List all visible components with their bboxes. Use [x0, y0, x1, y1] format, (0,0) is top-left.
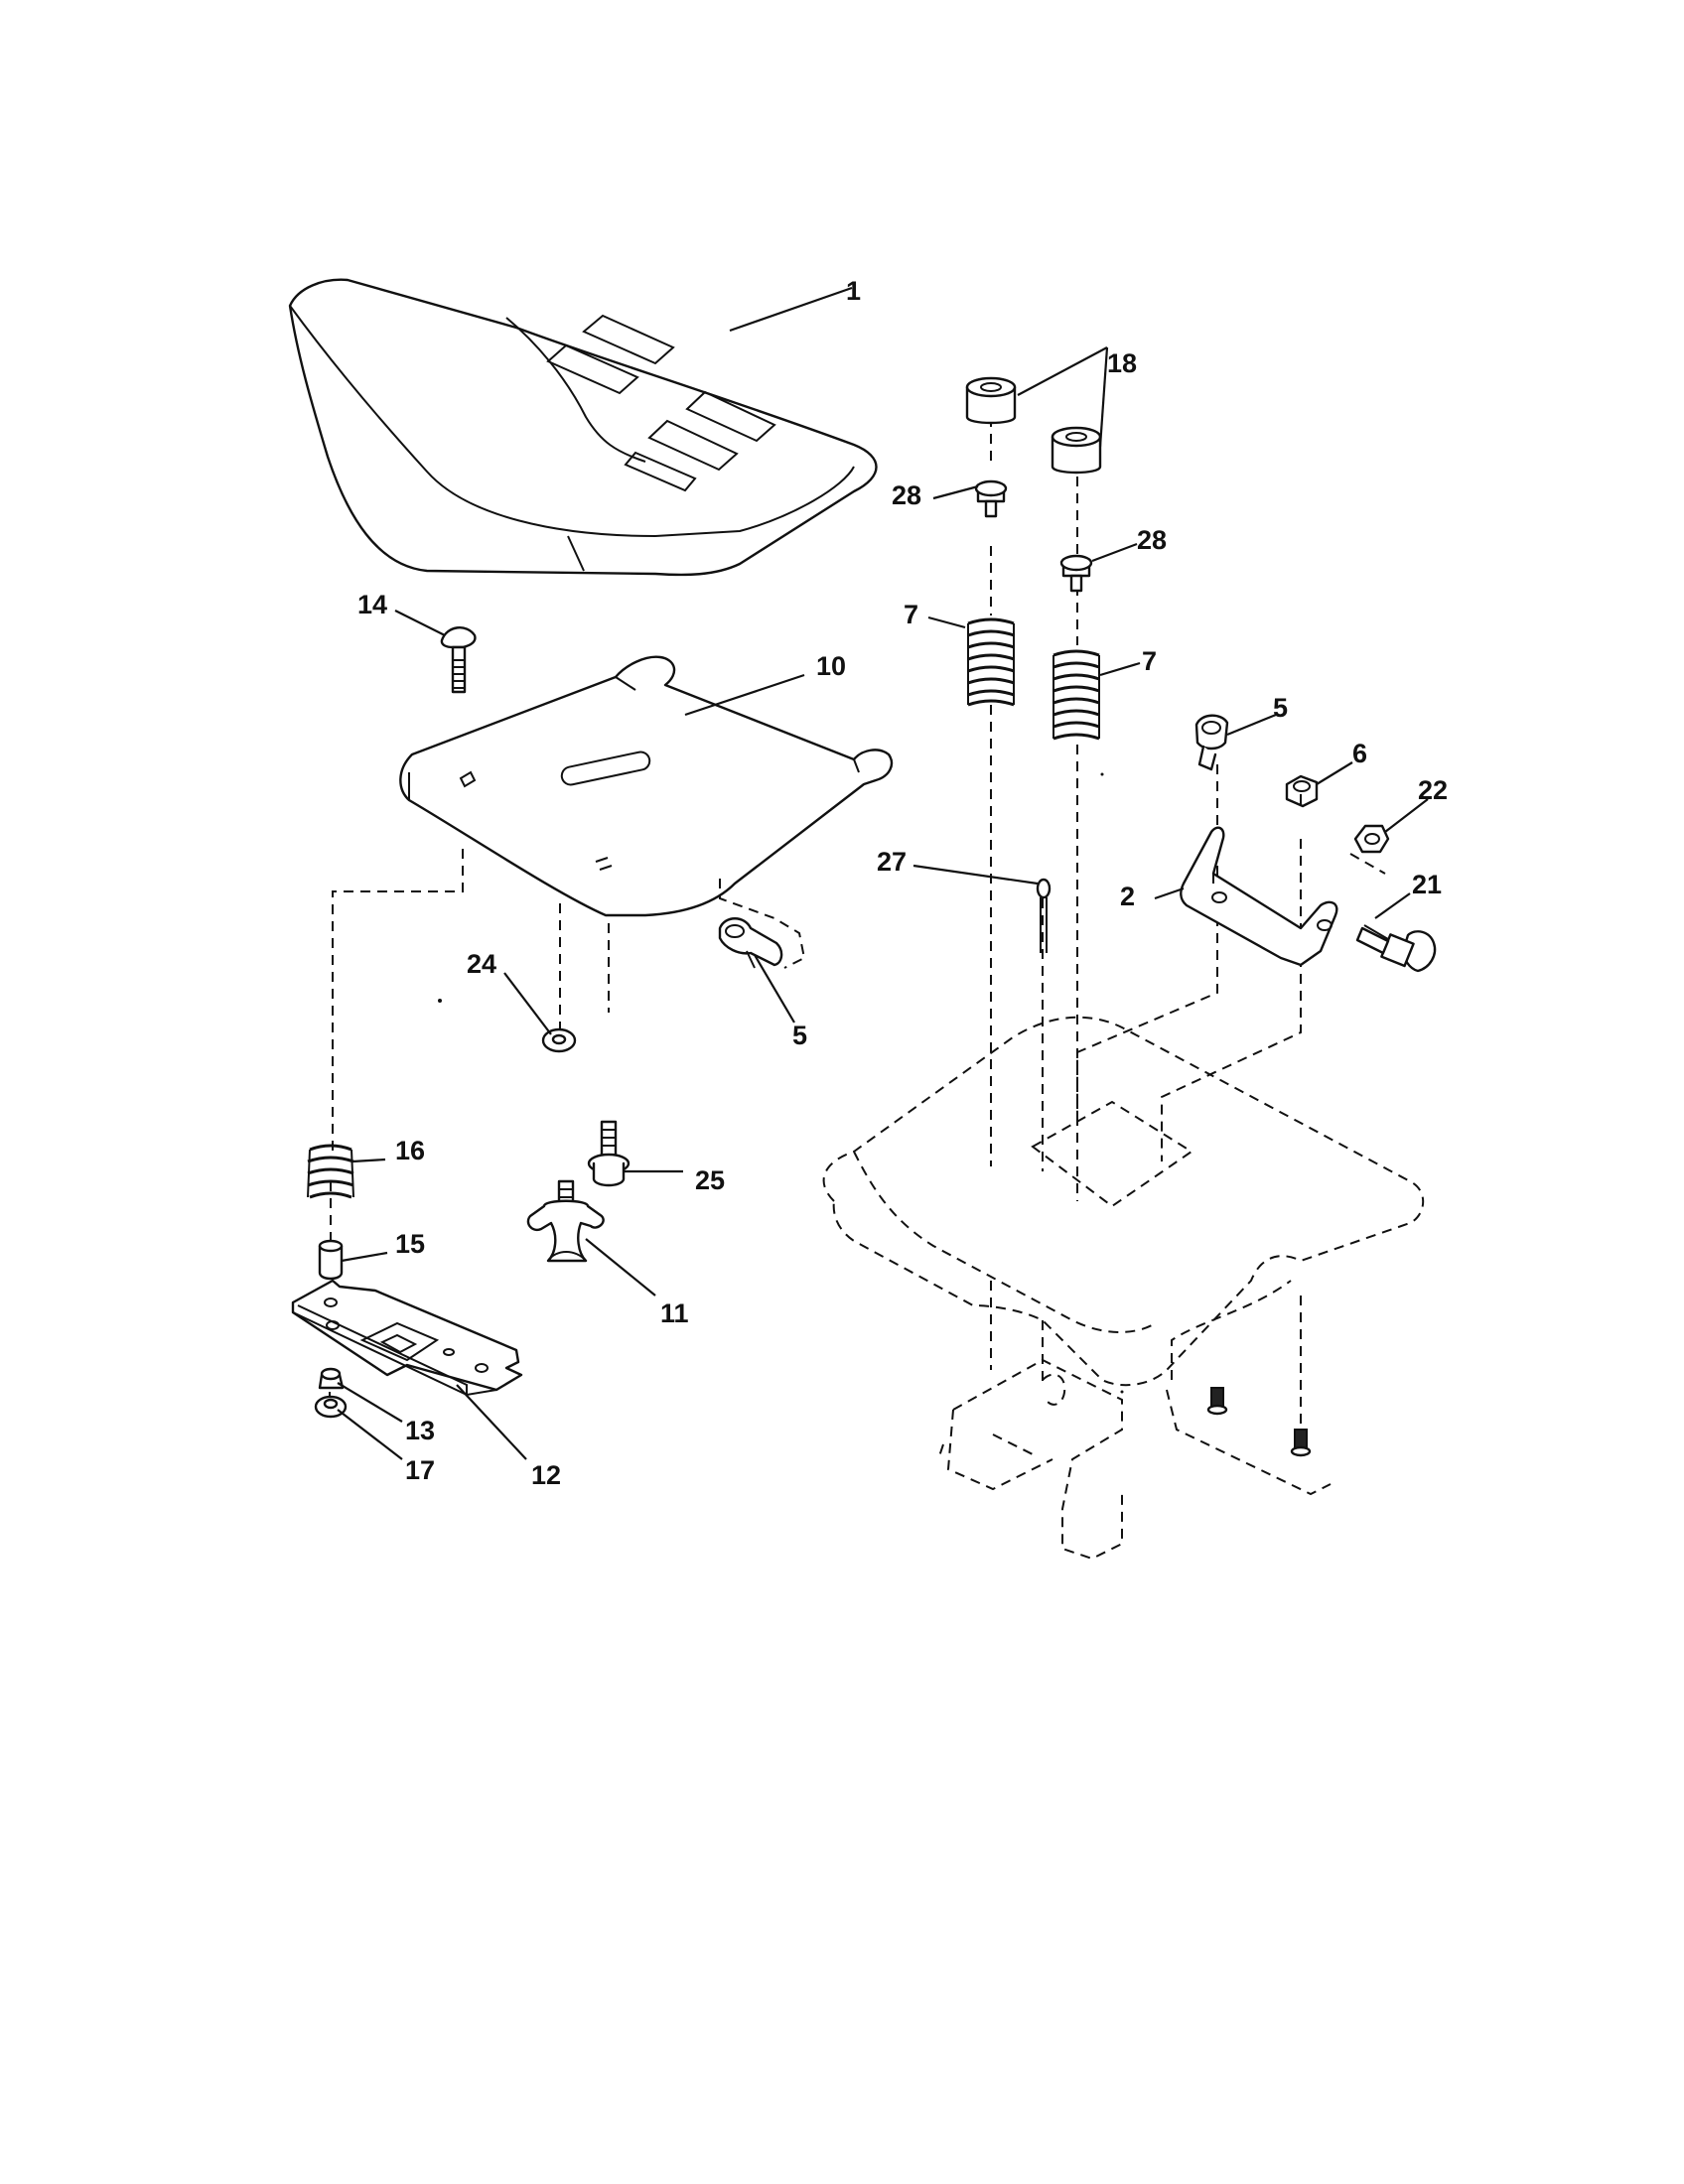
frame-bolt-2: [1290, 1429, 1312, 1457]
callout-part-25: 25: [695, 1165, 725, 1195]
callout-part-28-left: 28: [892, 480, 921, 510]
lock-nut: [1285, 774, 1319, 808]
callout-part-2: 2: [1120, 882, 1135, 911]
callout-part-10: 10: [816, 651, 846, 681]
callout-part-27: 27: [877, 847, 907, 877]
callout-part-12: 12: [531, 1460, 561, 1490]
cotter-pin: [1036, 878, 1052, 953]
seat-grip-pads: [546, 314, 776, 492]
seat-bracket: [1180, 826, 1338, 967]
callout-part-7-left: 7: [904, 600, 918, 629]
seat-switch-clip-lower: [718, 917, 783, 969]
leader-lines: [337, 286, 1429, 1460]
seat-pan: [399, 655, 894, 917]
shoulder-bolt: [1355, 924, 1437, 973]
compression-spring: [307, 1144, 354, 1199]
callout-part-15: 15: [395, 1229, 425, 1259]
callout-part-11: 11: [660, 1298, 689, 1328]
frame-bolt-1: [1206, 1387, 1228, 1416]
callout-part-22: 22: [1418, 775, 1448, 805]
callout-part-21: 21: [1412, 870, 1442, 899]
carriage-bolt: [440, 626, 477, 694]
callout-part-6: 6: [1352, 739, 1367, 768]
spacer-left: [965, 376, 1017, 425]
spring-right: [1052, 649, 1100, 741]
callout-part-28-right: 28: [1137, 525, 1167, 555]
callout-part-7-right: 7: [1142, 646, 1157, 676]
spacer-right: [1051, 426, 1102, 475]
callout-part-16: 16: [395, 1136, 425, 1165]
lock-washer: [314, 1395, 348, 1419]
seat: [288, 278, 878, 577]
callout-part-5-upper: 5: [1273, 693, 1288, 723]
tractor-frame-outline: [822, 1016, 1425, 1561]
callout-part-17: 17: [405, 1455, 435, 1485]
scan-speck: [1100, 772, 1104, 776]
callout-part-24: 24: [467, 949, 496, 979]
shoulder-screw-right: [1059, 554, 1093, 593]
flange-nut: [318, 1367, 345, 1390]
callout-part-1: 1: [846, 276, 861, 306]
adjustment-knob: [526, 1179, 605, 1263]
slide-plate: [291, 1279, 523, 1397]
spring-left: [967, 617, 1015, 707]
shoulder-screw-left: [974, 479, 1008, 518]
assembly-lines: [329, 417, 1386, 1425]
callout-part-14: 14: [357, 590, 387, 619]
callout-part-13: 13: [405, 1416, 435, 1445]
callout-labels: 1 18 28 28 7 7 14 10 5 6 22 27 2 21 24 5…: [357, 276, 1448, 1490]
seat-switch-clip-upper: [1194, 714, 1229, 771]
callout-part-18: 18: [1107, 348, 1137, 378]
scan-speck: [1120, 1390, 1124, 1394]
flat-washer: [541, 1027, 577, 1053]
callout-part-5-lower: 5: [792, 1021, 807, 1050]
bushing: [318, 1239, 344, 1281]
hex-bolt: [587, 1120, 631, 1187]
nut: [1353, 824, 1390, 854]
scan-speck: [438, 999, 442, 1003]
